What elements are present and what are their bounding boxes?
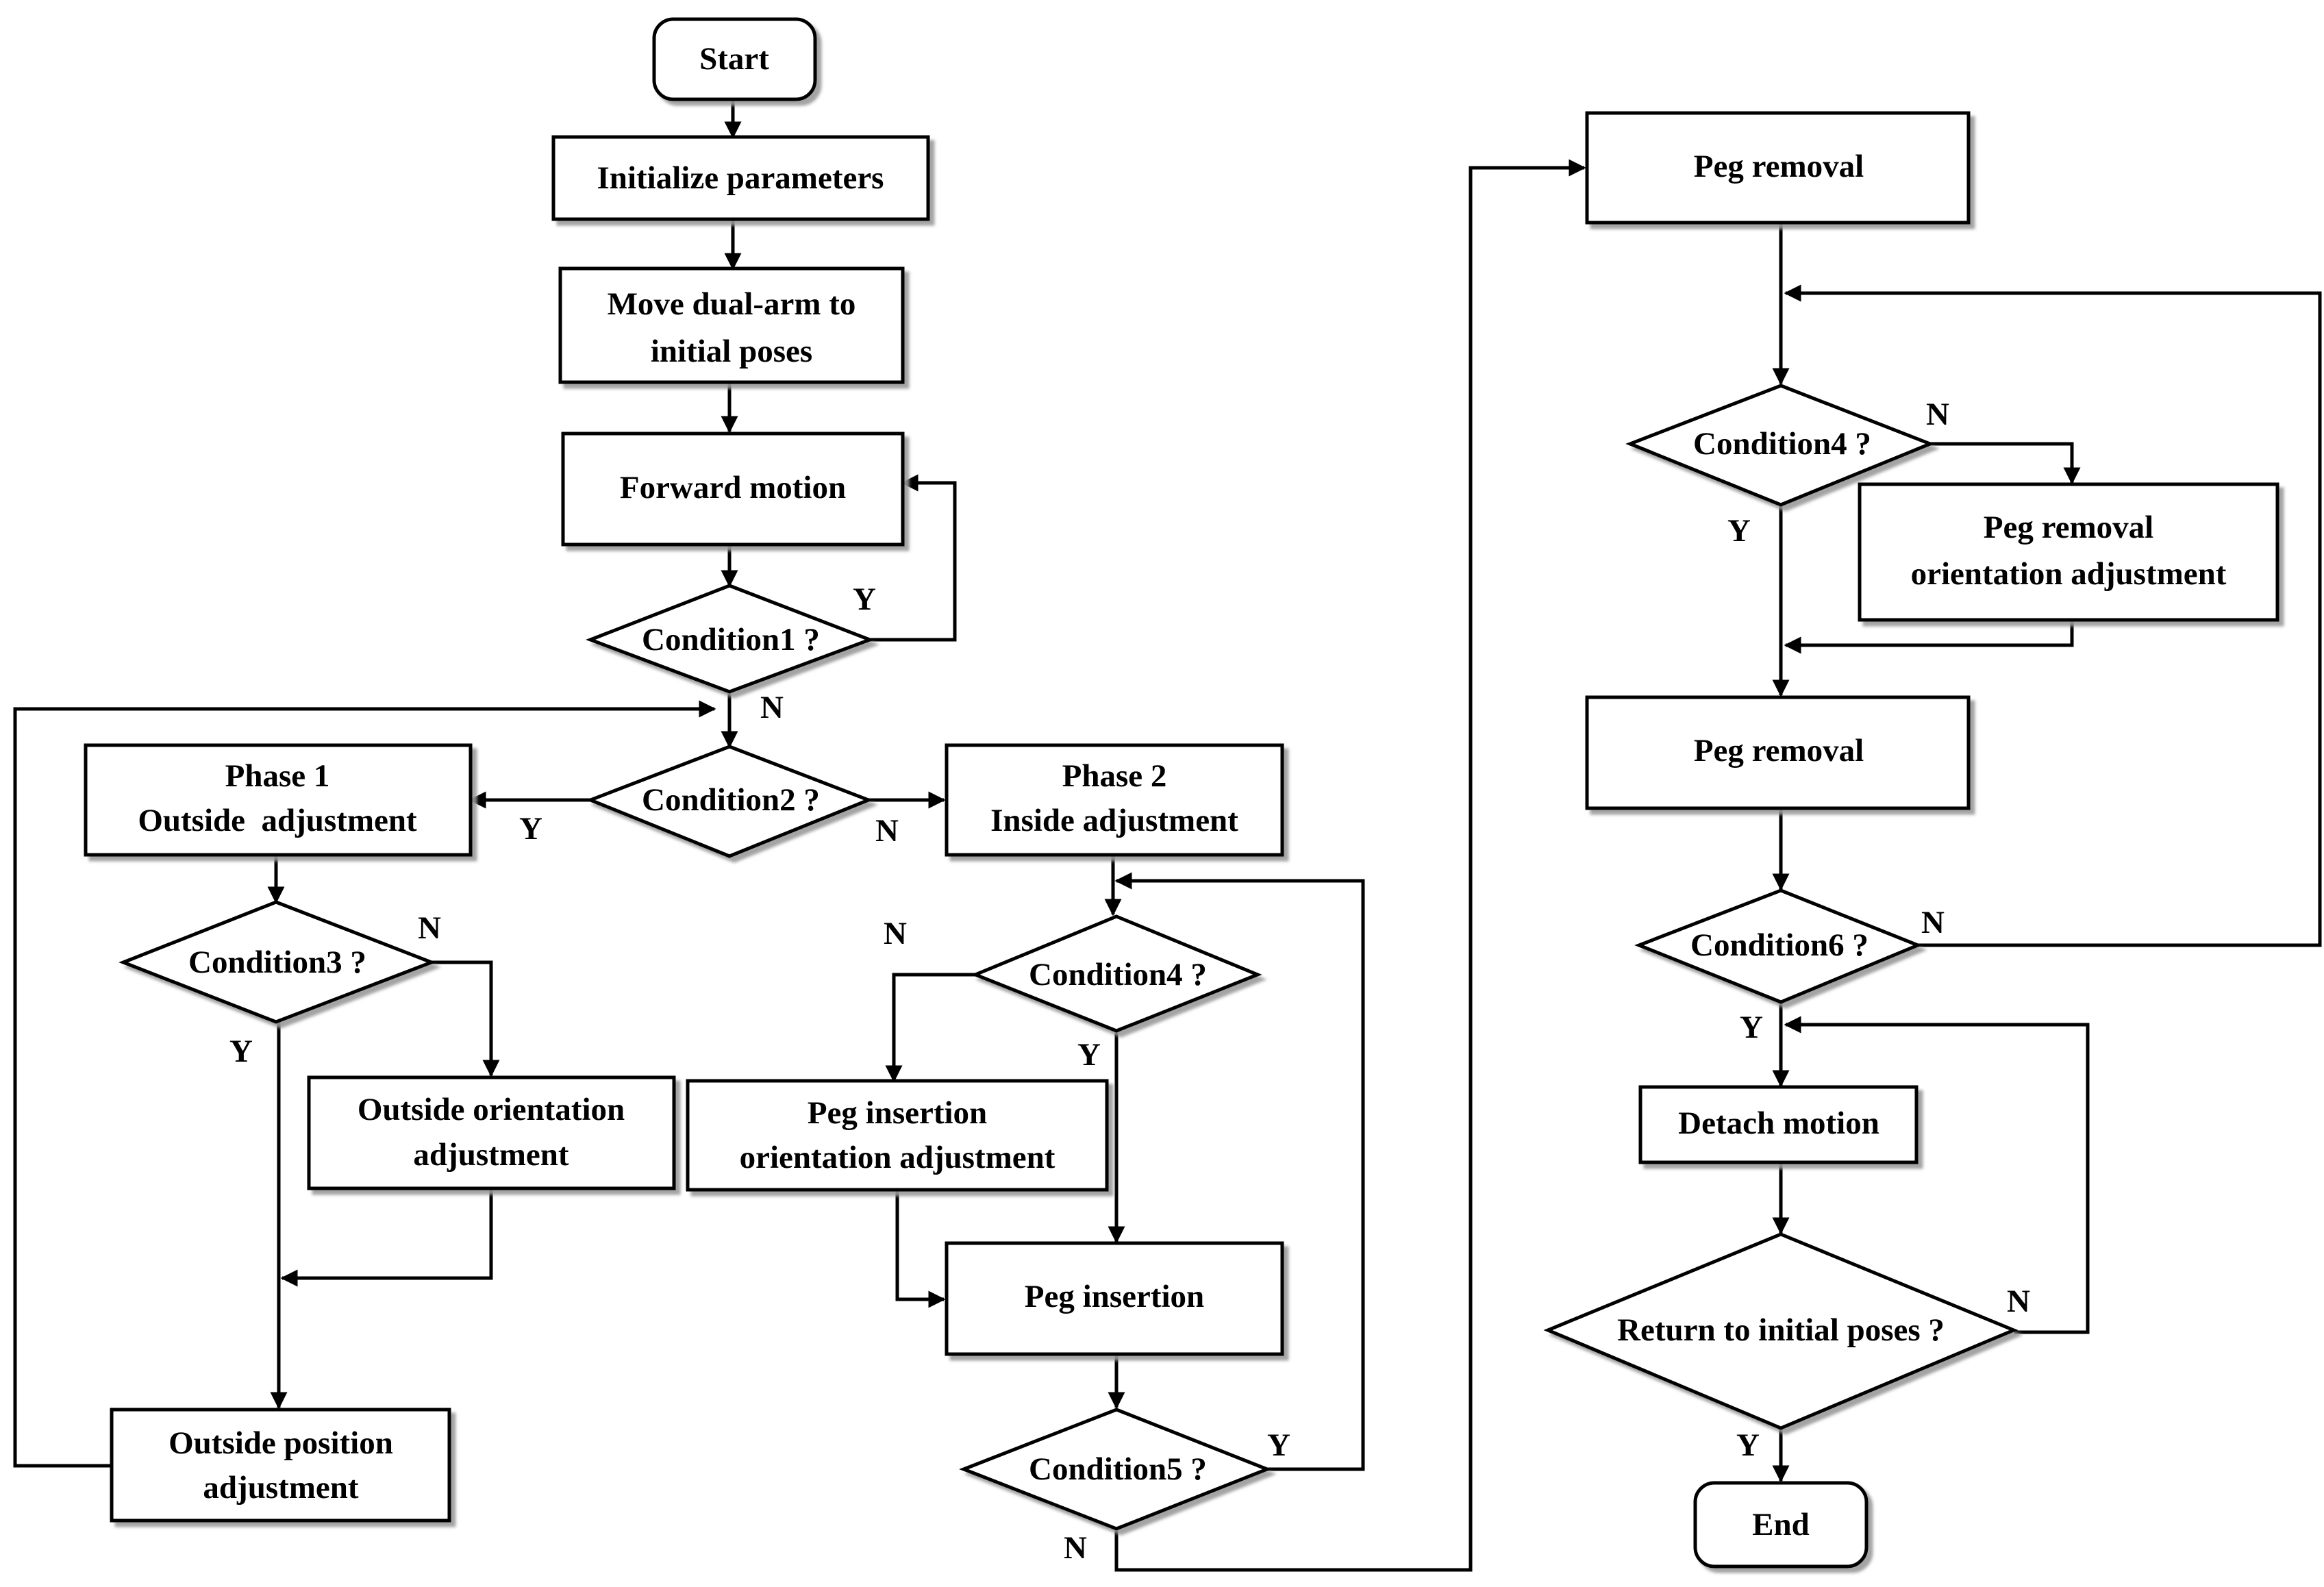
end-label: End xyxy=(1752,1507,1810,1542)
label-cond3-yes: Y xyxy=(229,1034,253,1069)
condition2-decision xyxy=(586,745,873,858)
peg-insertion-box xyxy=(945,1241,1284,1356)
peg-removal-orientation-adjustment-box xyxy=(1858,482,2279,622)
start-terminal xyxy=(652,17,817,101)
phase2-label-1: Phase 2 xyxy=(1062,758,1167,794)
phase1-outside-adjustment-box xyxy=(84,743,473,857)
label-cond5-no: N xyxy=(1064,1530,1087,1566)
outside-orientation-adjustment-box xyxy=(307,1075,676,1190)
peg-removal-orientation-label-1: Peg removal xyxy=(1984,510,2153,545)
edge-cond3-no-outorient xyxy=(432,960,500,1077)
edge-cond5-no-pegremoval xyxy=(1114,159,1586,1572)
peg-insertion-orientation-label-1: Peg insertion xyxy=(808,1095,987,1131)
end-terminal xyxy=(1693,1481,1869,1569)
edge-labels: Y N Y N N Y N Y Y N N Y N Y N Y xyxy=(229,397,2030,1566)
phase1-label-1: Phase 1 xyxy=(225,758,330,794)
outside-position-label-1: Outside position xyxy=(168,1425,393,1461)
label-cond6-no: N xyxy=(1921,905,1945,940)
label-cond2-no: N xyxy=(875,813,899,849)
edge-cond5-yes-loop xyxy=(1114,872,1365,1471)
outside-position-adjustment-box xyxy=(110,1408,451,1523)
label-cond2-yes: Y xyxy=(519,811,542,847)
condition6-decision xyxy=(1634,888,1923,1004)
condition6-label: Condition6 ? xyxy=(1690,927,1869,963)
label-cond1-no: N xyxy=(760,690,784,725)
label-cond5-yes: Y xyxy=(1267,1427,1290,1463)
peg-insertion-label: Peg insertion xyxy=(1025,1279,1204,1314)
label-cond4l-no: N xyxy=(884,916,907,951)
start-label: Start xyxy=(699,41,769,77)
edge-outorient-merge xyxy=(280,1188,493,1287)
peg-insertion-orientation-adjustment-box xyxy=(686,1079,1109,1192)
label-cond3-no: N xyxy=(418,910,441,946)
condition4-right-label: Condition4 ? xyxy=(1693,426,1871,462)
label-cond4r-yes: Y xyxy=(1727,513,1751,549)
condition4-left-label: Condition4 ? xyxy=(1029,957,1207,992)
edge-cond4r-no-pegremorient xyxy=(1930,442,2081,485)
return-initial-poses-label: Return to initial poses ? xyxy=(1617,1312,1945,1348)
move-dual-arm-label-1: Move dual-arm to xyxy=(608,286,856,322)
condition3-label: Condition3 ? xyxy=(188,945,366,980)
edge-outpos-loop xyxy=(13,700,716,1468)
edges xyxy=(13,99,2322,1572)
return-initial-poses-decision xyxy=(1543,1232,2019,1430)
peg-removal-mid-box xyxy=(1585,695,1971,810)
peg-removal-top-box xyxy=(1585,111,1971,225)
edge-return-no-loop xyxy=(1784,1016,2090,1334)
condition5-decision xyxy=(959,1408,1272,1531)
edge-peginsorient-peginsertion xyxy=(895,1190,946,1308)
outside-position-label-2: adjustment xyxy=(203,1470,359,1505)
label-cond4r-no: N xyxy=(1926,397,1949,432)
nodes: Start Initialize parameters Move dual-ar… xyxy=(84,17,2279,1569)
move-dual-arm-box xyxy=(558,266,905,384)
forward-motion-label: Forward motion xyxy=(620,470,846,505)
initialize-parameters-label: Initialize parameters xyxy=(597,160,884,196)
peg-removal-top-label: Peg removal xyxy=(1694,149,1864,184)
forward-motion-box xyxy=(561,432,905,547)
edge-pegremorient-merge xyxy=(1784,620,2074,654)
condition2-label: Condition2 ? xyxy=(642,782,820,818)
condition1-decision xyxy=(585,584,875,694)
label-cond4l-yes: Y xyxy=(1077,1037,1101,1073)
peg-removal-mid-label: Peg removal xyxy=(1694,733,1864,768)
edge-cond6-no-loop xyxy=(1784,284,2322,947)
label-cond1-yes: Y xyxy=(853,582,876,617)
label-return-no: N xyxy=(2007,1284,2030,1319)
initialize-parameters-box xyxy=(551,135,930,221)
move-dual-arm-label-2: initial poses xyxy=(651,334,812,369)
condition4-right-decision xyxy=(1625,384,1935,507)
phase1-label-2: Outside adjustment xyxy=(138,803,417,838)
peg-insertion-orientation-label-2: orientation adjustment xyxy=(740,1140,1055,1175)
edge-cond4l-no-peginsorient xyxy=(885,973,975,1083)
detach-motion-box xyxy=(1638,1085,1919,1164)
phase2-label-2: Inside adjustment xyxy=(990,803,1238,838)
label-return-yes: Y xyxy=(1736,1427,1760,1463)
condition1-label: Condition1 ? xyxy=(642,622,820,658)
condition3-decision xyxy=(118,900,436,1024)
peg-removal-orientation-label-2: orientation adjustment xyxy=(1911,556,2227,592)
condition4-left-decision xyxy=(971,914,1262,1033)
phase2-inside-adjustment-box xyxy=(945,743,1284,857)
detach-motion-label: Detach motion xyxy=(1678,1105,1879,1141)
edge-cond1-yes-loop xyxy=(870,474,957,642)
label-cond6-yes: Y xyxy=(1740,1010,1763,1045)
condition5-label: Condition5 ? xyxy=(1029,1451,1207,1487)
outside-orientation-label-1: Outside orientation xyxy=(358,1092,625,1127)
outside-orientation-label-2: adjustment xyxy=(413,1137,569,1173)
